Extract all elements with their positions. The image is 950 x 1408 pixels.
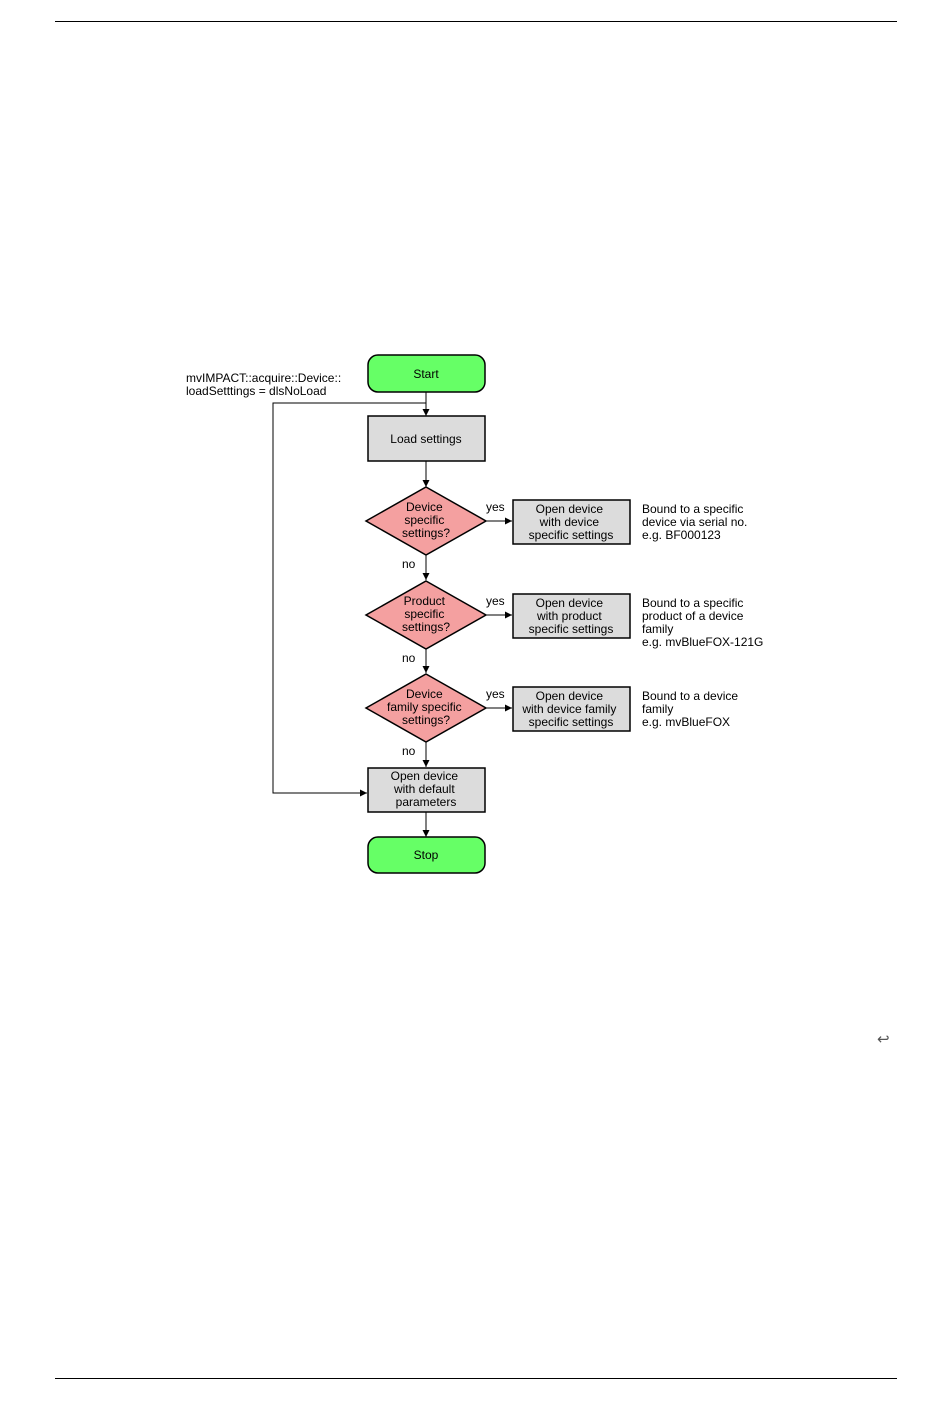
start-label: Start [413, 367, 439, 381]
bypass-note: mvIMPACT::acquire::Device:: loadSettting… [186, 371, 345, 398]
bypass-note-line: loadSetttings = dlsNoLoad [186, 384, 326, 398]
note-device: Bound to a specific device via serial no… [642, 502, 751, 542]
bypass-note-line: mvIMPACT::acquire::Device:: [186, 371, 341, 385]
decision-device-specific [364, 486, 488, 556]
load-settings-box [367, 415, 486, 462]
yes-label: yes [486, 594, 505, 608]
start-terminal [367, 354, 486, 393]
decision-question: Device family specific settings? [387, 687, 465, 727]
action-label: Open device with device specific setting… [529, 502, 614, 542]
stop-terminal [367, 836, 486, 874]
header-rule [55, 21, 897, 22]
no-label: no [402, 557, 416, 571]
note-family: Bound to a device family e.g. mvBlueFOX [642, 689, 741, 729]
action-box-family [512, 686, 631, 732]
stop-label: Stop [414, 848, 439, 862]
note-product: Bound to a specific product of a device … [642, 596, 763, 649]
footer-rule [55, 1378, 897, 1379]
yes-label: yes [486, 500, 505, 514]
decision-product-specific [364, 580, 488, 650]
decision-question: Product specific settings? [402, 594, 450, 634]
action-label: Open device with product specific settin… [529, 596, 614, 636]
yes-label: yes [486, 687, 505, 701]
no-label: no [402, 651, 416, 665]
return-arrow-icon: ↩ [877, 1030, 890, 1048]
default-parameters-box [367, 767, 486, 813]
decision-question: Device specific settings? [402, 500, 450, 540]
default-parameters-label: Open device with default parameters [391, 769, 462, 809]
connectors [272, 392, 512, 837]
action-box-device [512, 499, 631, 545]
action-box-product [512, 593, 631, 639]
connector-bypass [272, 402, 426, 797]
no-label: no [402, 744, 416, 758]
decision-family-specific [364, 673, 488, 743]
action-label: Open device with device family specific … [521, 689, 619, 729]
load-settings-label: Load settings [390, 432, 461, 446]
